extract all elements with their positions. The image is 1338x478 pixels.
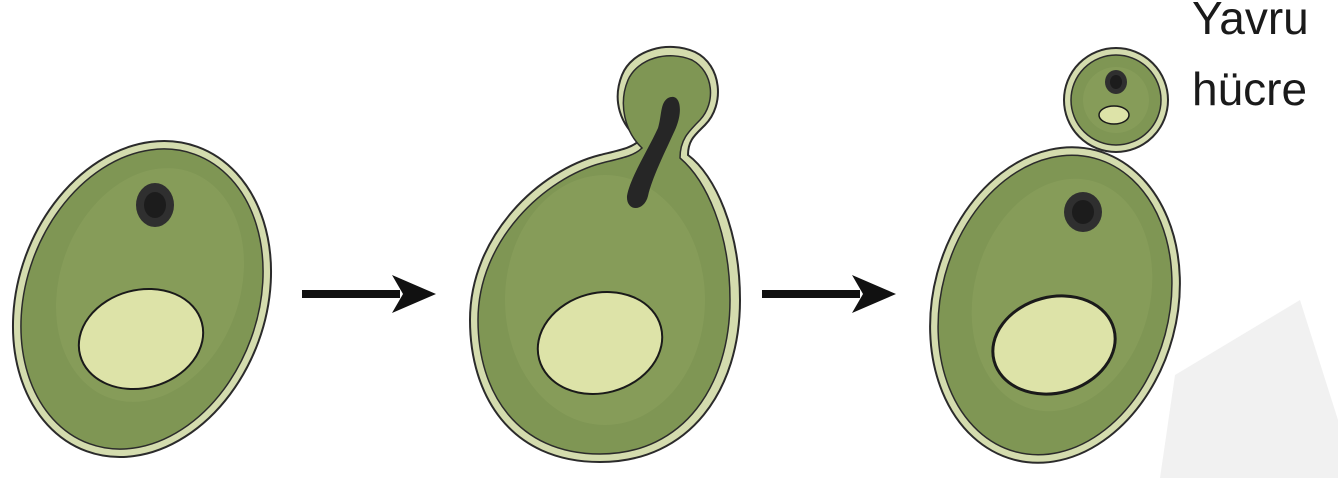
vacuole bbox=[1099, 106, 1129, 124]
daughter-cell-label-line2: hücre bbox=[1192, 63, 1307, 115]
parent-cell-after-division bbox=[896, 119, 1215, 478]
daughter-cell-label-line1: Yavru bbox=[1192, 0, 1309, 44]
parent-cell bbox=[0, 104, 314, 478]
arrow-right-icon bbox=[302, 275, 436, 313]
budding-cell bbox=[470, 47, 740, 462]
daughter-cell bbox=[1064, 48, 1168, 152]
arrow-right-icon bbox=[762, 275, 896, 313]
watermark-shape bbox=[1160, 300, 1338, 478]
